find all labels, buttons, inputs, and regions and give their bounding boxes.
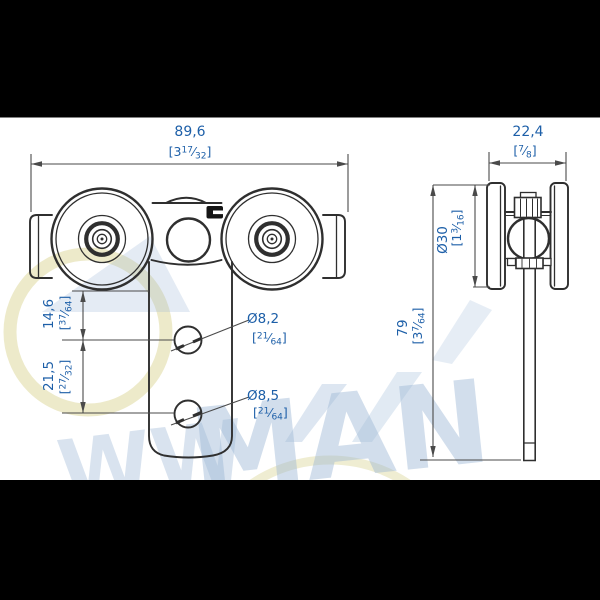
dimension-hole-bottom-dia: Ø8,5 [21⁄64] — [170, 388, 288, 426]
dimension-hole-offset: 14,6 [37⁄64] — [41, 290, 174, 341]
dimension-wheel-dia: Ø30 [13⁄16] — [433, 184, 490, 288]
body-top-arc — [165, 196, 207, 204]
hub-ring — [77, 214, 127, 264]
letterbox-top — [0, 0, 600, 118]
hub-center — [100, 237, 104, 241]
side-right-wheel — [549, 182, 569, 290]
dim-wheel-dia-inch: [13⁄16] — [449, 209, 467, 246]
dim-hole-offset-mm: 14,6 — [41, 299, 57, 329]
arrowhead — [80, 340, 86, 351]
wheel-inner-rim — [55, 192, 149, 286]
front-left-tab — [29, 214, 53, 279]
dim-side-height-mm: 79 — [395, 319, 411, 336]
wheel-inner-rim — [225, 192, 319, 286]
leader-tick — [175, 418, 185, 425]
arrowhead — [80, 291, 86, 302]
side-view — [486, 182, 569, 462]
front-view — [29, 187, 346, 459]
hanger-plate — [148, 261, 233, 459]
hub-ring — [266, 233, 278, 245]
watermark-swoosh — [42, 236, 190, 312]
dim-side-width-inch: [7⁄8] — [513, 143, 536, 161]
watermark-swoosh — [352, 372, 422, 442]
hub-bearing — [254, 221, 290, 257]
arrowhead — [430, 185, 436, 196]
watermark-ring — [3, 247, 173, 417]
wheel-outer — [220, 187, 324, 291]
dimension-side-height: 79 [37⁄64] — [395, 185, 521, 461]
dim-front-width-mm: 89,6 — [174, 124, 205, 140]
arrowhead — [489, 160, 500, 166]
letterbox-bottom — [0, 480, 600, 600]
hub-center — [270, 237, 274, 241]
axle-hub — [506, 216, 551, 261]
front-left-wheel — [50, 187, 154, 291]
dimension-hole-pitch: 21,5 [27⁄32] — [41, 340, 174, 414]
dim-hole-offset-inch: [37⁄64] — [57, 296, 75, 331]
dim-hole-top-inch: [21⁄64] — [252, 330, 287, 348]
watermark-ring-2 — [185, 455, 475, 600]
lower-flange-ear — [542, 257, 552, 267]
hub-ring — [261, 228, 283, 250]
side-left-wheel — [486, 182, 506, 290]
hub-bearing — [84, 221, 120, 257]
dimension-front-width: 89,6 [317⁄32] — [30, 124, 349, 212]
arrowhead — [80, 402, 86, 413]
dim-hole-pitch-mm: 21,5 — [41, 361, 57, 391]
dim-hole-top-mm: Ø8,2 — [247, 311, 279, 327]
dim-wheel-dia-mm: Ø30 — [435, 226, 451, 254]
arrowhead — [80, 329, 86, 340]
watermark-swoosh — [285, 384, 347, 442]
hub-ring — [96, 233, 108, 245]
dim-front-width-inch: [317⁄32] — [169, 144, 212, 162]
arrowhead — [337, 161, 348, 167]
watermark-swoosh — [432, 300, 492, 364]
hub-ring — [247, 214, 297, 264]
leader-tick — [175, 344, 185, 351]
grease-clip-slot — [213, 210, 223, 215]
arrowhead — [31, 161, 42, 167]
hub-ring — [91, 228, 113, 250]
dimension-hole-top-dia: Ø8,2 [21⁄64] — [170, 311, 287, 352]
arrowhead — [472, 276, 478, 287]
dimension-side-width: 22,4 [7⁄8] — [488, 124, 567, 181]
wheel-outer — [50, 187, 154, 291]
body-center-hole — [165, 217, 212, 263]
dim-side-width-mm: 22,4 — [512, 124, 543, 140]
dim-hole-bottom-mm: Ø8,5 — [247, 388, 279, 404]
leader-tick — [192, 337, 202, 344]
mounting-hole-top — [173, 325, 203, 355]
arrowhead — [555, 160, 566, 166]
body-bottom-edge — [150, 259, 223, 266]
dim-side-height-inch: [37⁄64] — [410, 307, 428, 344]
lower-flange-ear — [506, 257, 517, 267]
dim-hole-bottom-inch: [21⁄64] — [253, 405, 288, 423]
arrowhead — [430, 446, 436, 457]
arrowhead — [472, 185, 478, 196]
front-right-tab — [322, 214, 346, 279]
leader-tick — [192, 411, 202, 418]
front-right-wheel — [220, 187, 324, 291]
dim-hole-pitch-inch: [27⁄32] — [57, 360, 75, 395]
